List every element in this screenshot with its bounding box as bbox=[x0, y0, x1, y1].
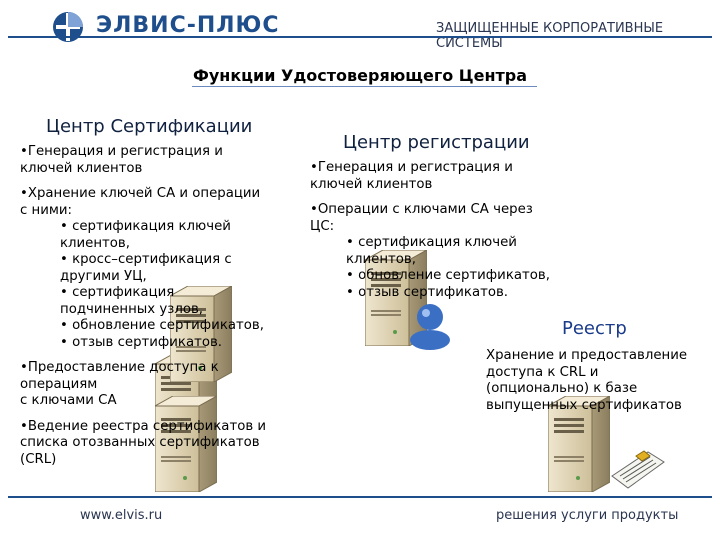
ca-line: •Предоставление доступа к bbox=[20, 360, 219, 375]
registry-text: Хранение и предоставление доступа к CRL … bbox=[486, 348, 687, 414]
ca-line: • сертификация ключей bbox=[60, 219, 231, 234]
ca-line: другими УЦ, bbox=[60, 268, 147, 284]
header-tagline: ЗАЩИЩЕННЫЕ КОРПОРАТИВНЫЕ СИСТЕМЫ bbox=[436, 21, 664, 51]
ra-line: • отзыв сертификатов. bbox=[346, 284, 509, 300]
ca-line: •Генерация и регистрация и bbox=[20, 144, 223, 159]
ca-line: с ними: bbox=[20, 202, 73, 218]
user-icon bbox=[410, 304, 450, 350]
ca-line: • отзыв сертификатов. bbox=[60, 334, 223, 350]
ca-line: операциям bbox=[20, 376, 98, 392]
ca-line: • обновление сертификатов, bbox=[60, 318, 264, 333]
registry-title: Реестр bbox=[562, 318, 627, 339]
registry-line: (опционально) к базе bbox=[486, 381, 638, 396]
ra-line: • обновление сертификатов, bbox=[346, 268, 550, 283]
ca-title: Центр Сертификации bbox=[46, 116, 253, 137]
ca-line: •Хранение ключей CA и операции bbox=[20, 186, 261, 201]
registry-line: выпущенных сертификатов bbox=[486, 397, 682, 413]
header-divider bbox=[8, 36, 712, 38]
logo-globe-icon bbox=[53, 12, 83, 42]
printout-icon bbox=[611, 450, 665, 489]
ca-line: с ключами CA bbox=[20, 393, 117, 408]
ca-line: подчиненных узлов, bbox=[60, 301, 204, 317]
ca-line: •Ведение реестра сертификатов и bbox=[20, 418, 267, 434]
registry-line: Хранение и предоставление bbox=[486, 348, 688, 363]
ra-title: Центр регистрации bbox=[343, 132, 530, 153]
ca-line: (CRL) bbox=[20, 451, 57, 467]
ra-line: •Генерация и регистрация и bbox=[310, 160, 513, 175]
ra-line: •Операции с ключами CA через bbox=[310, 202, 533, 217]
ra-line: клиентов, bbox=[346, 251, 416, 267]
footer-url[interactable]: www.elvis.ru bbox=[80, 508, 163, 523]
registry-line: доступа к CRL и bbox=[486, 364, 599, 380]
ca-line: списка отозванных сертификатов bbox=[20, 435, 260, 450]
ra-line: ЦС: bbox=[310, 218, 335, 234]
ca-line: ключей клиентов bbox=[20, 160, 143, 176]
ca-line: • кросс–сертификация с bbox=[60, 252, 232, 267]
ra-line: ключей клиентов bbox=[310, 176, 433, 192]
ca-line: клиентов, bbox=[60, 235, 130, 251]
footer-divider bbox=[8, 496, 712, 498]
ra-text: •Генерация и регистрация и ключей клиент… bbox=[310, 160, 550, 301]
brand-name: ЭЛВИС-ПЛЮС bbox=[96, 13, 280, 38]
title-underline bbox=[192, 86, 537, 87]
ca-line: • сертификация bbox=[60, 285, 175, 300]
ca-text: •Генерация и регистрация и ключей клиент… bbox=[20, 144, 266, 468]
page-title: Функции Удостоверяющего Центра bbox=[192, 66, 528, 85]
ra-line: • сертификация ключей bbox=[346, 235, 517, 250]
footer-tagline: решения услуги продукты bbox=[496, 508, 679, 523]
